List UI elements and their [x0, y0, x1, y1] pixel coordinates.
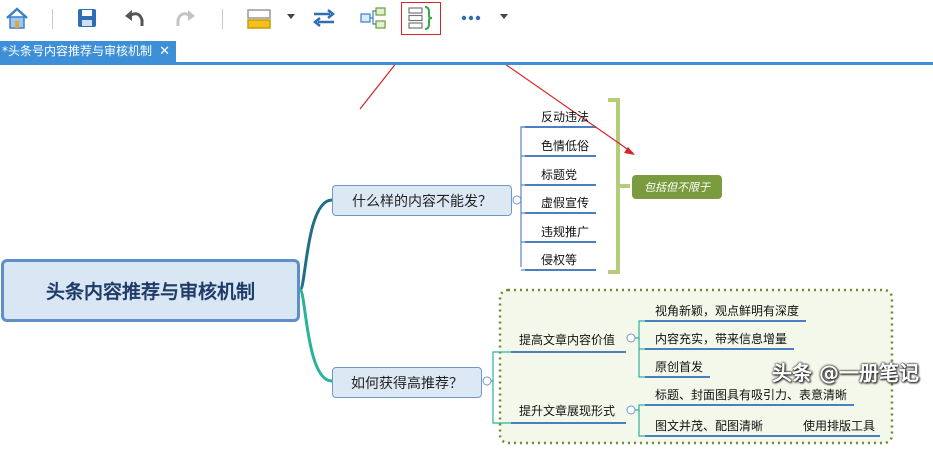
connectors	[298, 65, 894, 445]
layout-icon[interactable]	[359, 4, 387, 32]
tab-underline	[0, 62, 933, 65]
leaf-topic[interactable]: 使用排版工具	[803, 418, 876, 433]
home-icon[interactable]	[3, 4, 31, 32]
highlight-box	[401, 2, 441, 35]
style-dropdown-icon[interactable]	[287, 14, 295, 19]
swap-icon[interactable]	[310, 4, 338, 32]
leaf-topic[interactable]: 原创首发	[655, 359, 704, 374]
leaf-topic[interactable]: 视角新颖，观点鲜明有深度	[655, 303, 800, 318]
save-icon[interactable]	[73, 4, 101, 32]
subtopic-content-value[interactable]: 提高文章内容价值	[519, 332, 616, 347]
root-topic[interactable]: 头条内容推荐与审核机制	[1, 259, 300, 322]
leaf-topic[interactable]: 反动违法	[541, 109, 590, 124]
more-dropdown-icon[interactable]	[500, 14, 508, 19]
toolbar-separator	[222, 9, 223, 29]
tab-title: *头条号内容推荐与审核机制	[2, 44, 153, 58]
branch-topic-recommendation[interactable]: 如何获得高推荐？	[332, 367, 482, 398]
tab-document[interactable]: *头条号内容推荐与审核机制 ✕	[0, 41, 176, 62]
more-icon[interactable]	[457, 4, 485, 32]
leaf-topic[interactable]: 虚假宣传	[541, 195, 590, 210]
toolbar-separator	[52, 9, 53, 29]
summary-icon[interactable]	[407, 4, 435, 32]
redo-icon[interactable]	[171, 4, 199, 32]
close-icon[interactable]: ✕	[159, 44, 170, 59]
mindmap-canvas: 头条内容推荐与审核机制 什么样的内容不能发？ 反动违法 色情低俗 标题党 虚假宣…	[0, 65, 933, 463]
leaf-topic[interactable]: 内容充实，带来信息增量	[655, 331, 788, 346]
style-icon[interactable]	[245, 4, 273, 32]
leaf-topic[interactable]: 图文并茂、配图清晰	[655, 418, 764, 433]
leaf-topic[interactable]: 侵权等	[541, 252, 578, 267]
leaf-topic[interactable]: 标题党	[541, 167, 578, 182]
leaf-topic[interactable]: 标题、封面图具有吸引力、表意清晰	[655, 387, 848, 402]
leaf-topic[interactable]: 违规推广	[541, 224, 590, 239]
branch-topic-restrictions[interactable]: 什么样的内容不能发？	[332, 185, 512, 216]
toolbar	[0, 0, 933, 38]
leaf-topic[interactable]: 色情低俗	[541, 138, 590, 153]
subtopic-presentation[interactable]: 提升文章展现形式	[519, 403, 616, 418]
undo-icon[interactable]	[121, 4, 149, 32]
tab-bar: *头条号内容推荐与审核机制 ✕	[0, 41, 933, 63]
watermark: 头条 @一册笔记	[772, 361, 919, 385]
summary-label[interactable]: 包括但不限于	[632, 175, 722, 199]
